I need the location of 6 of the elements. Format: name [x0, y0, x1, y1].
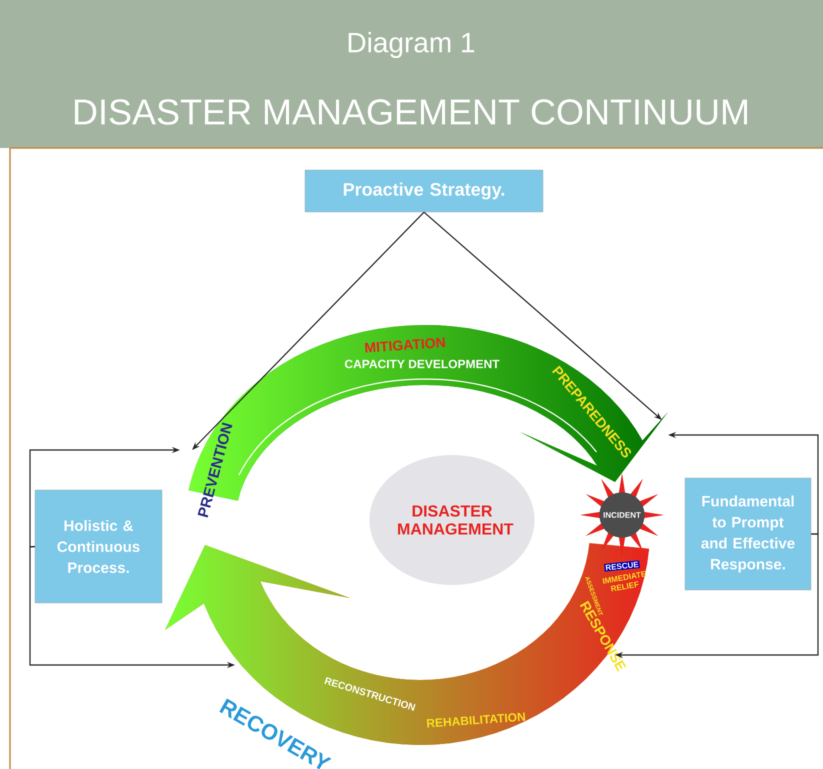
title: DISASTER MANAGEMENT CONTINUUM — [74, 99, 747, 125]
text-box: Fundamental to Prompt and Effective Response. — [684, 478, 812, 590]
text-box: Holistic & Continuous Process. — [34, 490, 162, 604]
starburst: INCIDENT — [580, 473, 664, 557]
text-box: Proactive Strategy. — [304, 170, 544, 212]
caption-label: Diagram 1 — [348, 32, 474, 58]
